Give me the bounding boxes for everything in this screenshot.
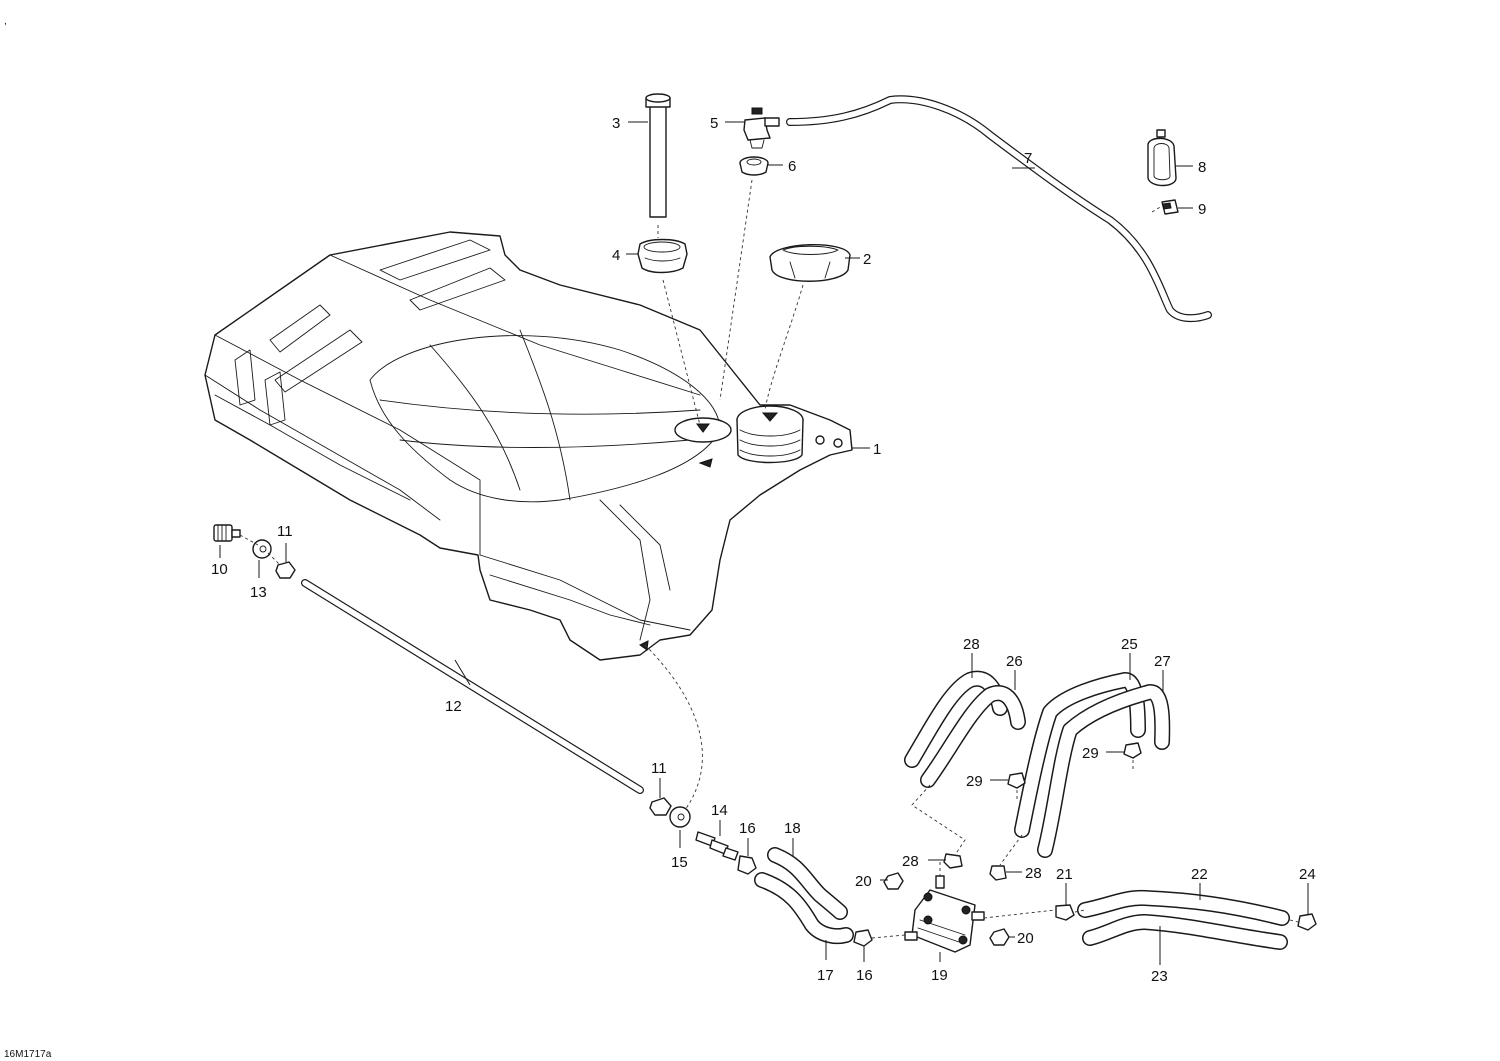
fuel-sender-tube [645,93,671,218]
reference-code: 16M1717a [4,1049,52,1060]
hose-25 [1014,672,1146,838]
callout-20-upper: 20 [855,873,872,890]
callout-4: 4 [612,247,620,264]
hose-22 [1077,889,1290,926]
fuel-filter [904,875,985,953]
nut-lower [649,797,672,816]
clamp-24 [1297,913,1317,931]
callout-22: 22 [1191,866,1208,883]
callout-28-top: 28 [963,636,980,653]
fuel-hose-17 [754,872,854,945]
callout-11-upper: 11 [277,523,293,540]
callout-12: 12 [445,698,462,715]
callout-16-upper: 16 [739,820,756,837]
callout-1: 1 [873,441,881,458]
cap-20-lower [989,928,1010,946]
inlet-fitting [213,524,241,542]
callout-3: 3 [612,115,620,132]
callout-29-left: 29 [966,773,983,790]
callout-14: 14 [711,802,728,819]
callout-19: 19 [931,967,948,984]
callout-24: 24 [1299,866,1316,883]
callout-labels: 1 2 3 4 5 6 7 8 9 10 11 11 12 13 14 15 1… [211,115,1316,985]
clamp-lower [853,929,873,947]
hose-clip-ring [1147,129,1177,187]
sender-nut [637,238,688,274]
callout-10: 10 [211,561,228,578]
callout-28-left: 28 [902,853,919,870]
clamp-29-left [1007,772,1026,789]
hose-23 [1082,914,1288,950]
callout-11-lower: 11 [651,760,667,777]
corner-mark: , [4,16,7,27]
vent-valve [743,107,780,149]
fitting-28-left [943,853,963,869]
fuel-tank [204,231,853,661]
callout-18: 18 [784,820,801,837]
callout-9: 9 [1198,201,1206,218]
nut-upper [275,561,296,579]
assembly-lines [239,179,1299,939]
callout-8: 8 [1198,159,1206,176]
callout-20-lower: 20 [1017,930,1034,947]
callout-15: 15 [671,854,688,871]
outlet-fitting [695,831,739,861]
fuel-cap [769,244,851,282]
washer-upper [252,539,272,559]
fuel-hose-18 [767,847,848,920]
fuel-line-tube [301,579,644,794]
callout-2: 2 [863,251,871,268]
small-clip [1161,199,1179,215]
callout-16-lower: 16 [856,967,873,984]
callout-23: 23 [1151,968,1168,985]
washer-lower [669,806,691,828]
callout-26: 26 [1006,653,1023,670]
callout-27: 27 [1154,653,1171,670]
callout-29-right: 29 [1082,745,1099,762]
callout-17: 17 [817,967,834,984]
callout-13: 13 [250,584,267,601]
callout-5: 5 [710,115,718,132]
hose-27 [1037,684,1171,858]
valve-grommet [739,156,769,176]
callout-7: 7 [1024,150,1032,167]
callout-6: 6 [788,158,796,175]
hose-26 [920,685,1026,788]
leader-lines [219,121,1309,965]
clamp-21 [1055,904,1075,921]
clamp-upper [737,855,757,875]
vent-hose [786,95,1212,323]
fitting-28-right [989,865,1007,881]
cap-20-upper [883,872,904,890]
callout-21: 21 [1056,866,1073,883]
callout-25: 25 [1121,636,1138,653]
clamp-29-right [1123,742,1142,759]
callout-28-right: 28 [1025,865,1042,882]
